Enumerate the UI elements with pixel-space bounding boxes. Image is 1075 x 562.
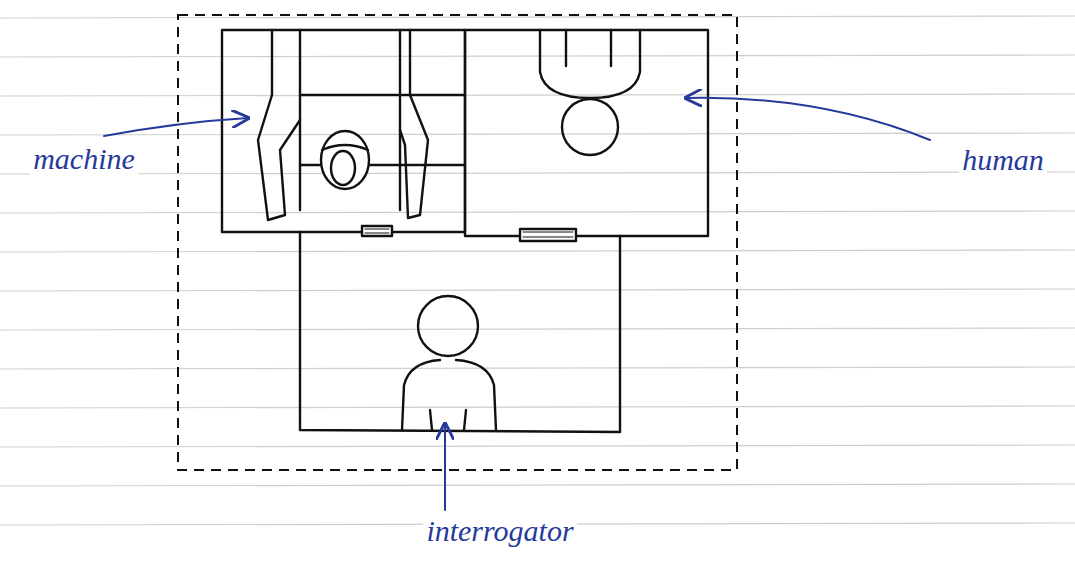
machine-room <box>222 30 465 232</box>
leader-line <box>444 424 446 510</box>
interrogator-figure <box>402 296 496 430</box>
human-room <box>465 30 708 236</box>
callout-label: interrogator <box>423 514 576 548</box>
leader-line <box>686 98 930 140</box>
human-figure <box>540 30 640 155</box>
robot-figure <box>258 30 465 220</box>
interrogator-room <box>300 232 620 432</box>
ruled-lines <box>0 16 1075 525</box>
callout-label: machine <box>30 142 138 176</box>
window-slot <box>362 226 392 236</box>
leader-line <box>104 118 248 136</box>
callout-label: human <box>959 143 1047 177</box>
system-boundary <box>178 15 737 470</box>
window-slot <box>520 229 576 241</box>
